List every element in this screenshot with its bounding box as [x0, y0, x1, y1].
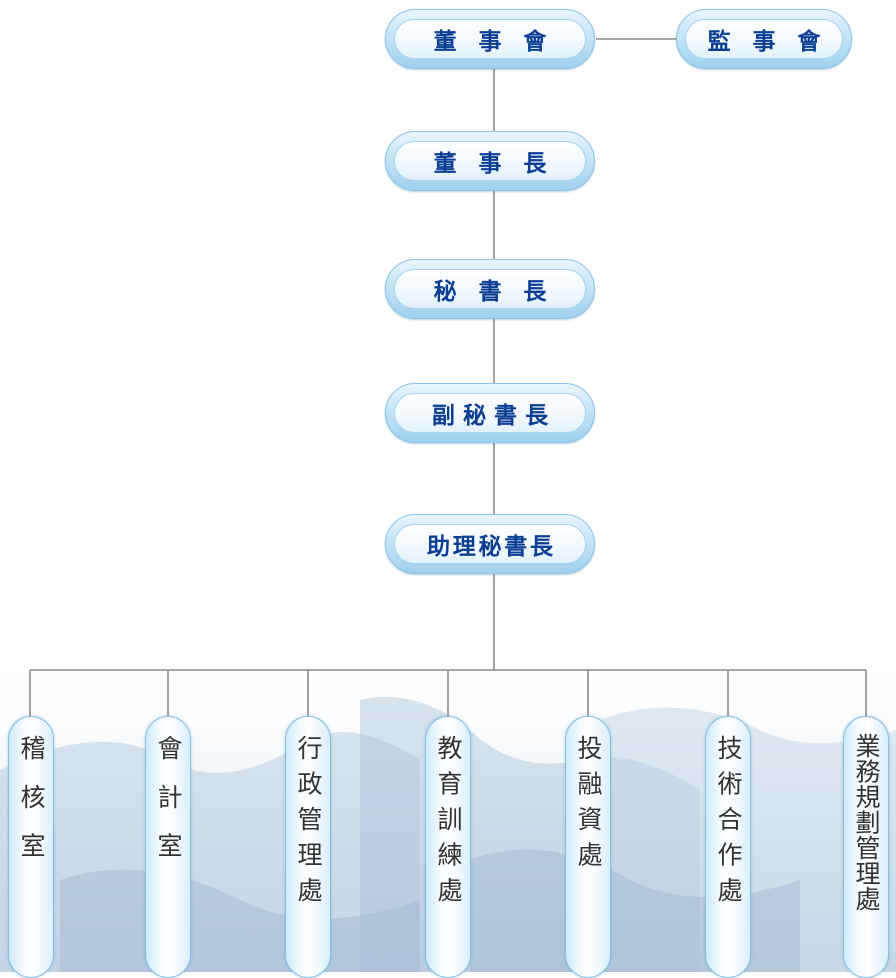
dept-administration-label: 行政管理處 — [294, 735, 323, 913]
dept-business-planning-label: 業務規劃管理處 — [852, 733, 881, 912]
dept-technical-cooperation: 技術合作處 — [705, 716, 751, 978]
dept-accounting-office-label: 會計室 — [154, 735, 183, 882]
dept-education-training: 教育訓練處 — [425, 716, 471, 978]
dept-business-planning: 業務規劃管理處 — [843, 716, 889, 978]
dept-investment-financing: 投融資處 — [565, 716, 611, 978]
dept-education-training-label: 教育訓練處 — [434, 735, 463, 913]
dept-accounting-office: 會計室 — [145, 716, 191, 978]
node-secretary-general: 秘書長 — [385, 259, 595, 319]
dept-technical-cooperation-label: 技術合作處 — [714, 735, 743, 913]
node-assistant-secretary-general-label: 助理秘書長 — [426, 534, 556, 560]
node-board-of-directors-label: 董事會 — [433, 29, 569, 55]
dept-audit-office-label: 稽核室 — [17, 735, 46, 882]
dept-investment-financing-label: 投融資處 — [574, 735, 603, 877]
node-assistant-secretary-general: 助理秘書長 — [385, 514, 595, 574]
node-chairman: 董事長 — [385, 131, 595, 191]
node-board-of-supervisors-label: 監事會 — [707, 29, 843, 55]
node-board-of-supervisors: 監事會 — [676, 9, 852, 69]
node-deputy-secretary-general-label: 副秘書長 — [431, 403, 557, 429]
node-chairman-label: 董事長 — [433, 151, 569, 177]
node-deputy-secretary-general: 副秘書長 — [385, 383, 595, 443]
node-board-of-directors: 董事會 — [385, 9, 595, 69]
node-secretary-general-label: 秘書長 — [433, 279, 569, 305]
dept-administration: 行政管理處 — [285, 716, 331, 978]
dept-audit-office: 稽核室 — [8, 716, 54, 978]
